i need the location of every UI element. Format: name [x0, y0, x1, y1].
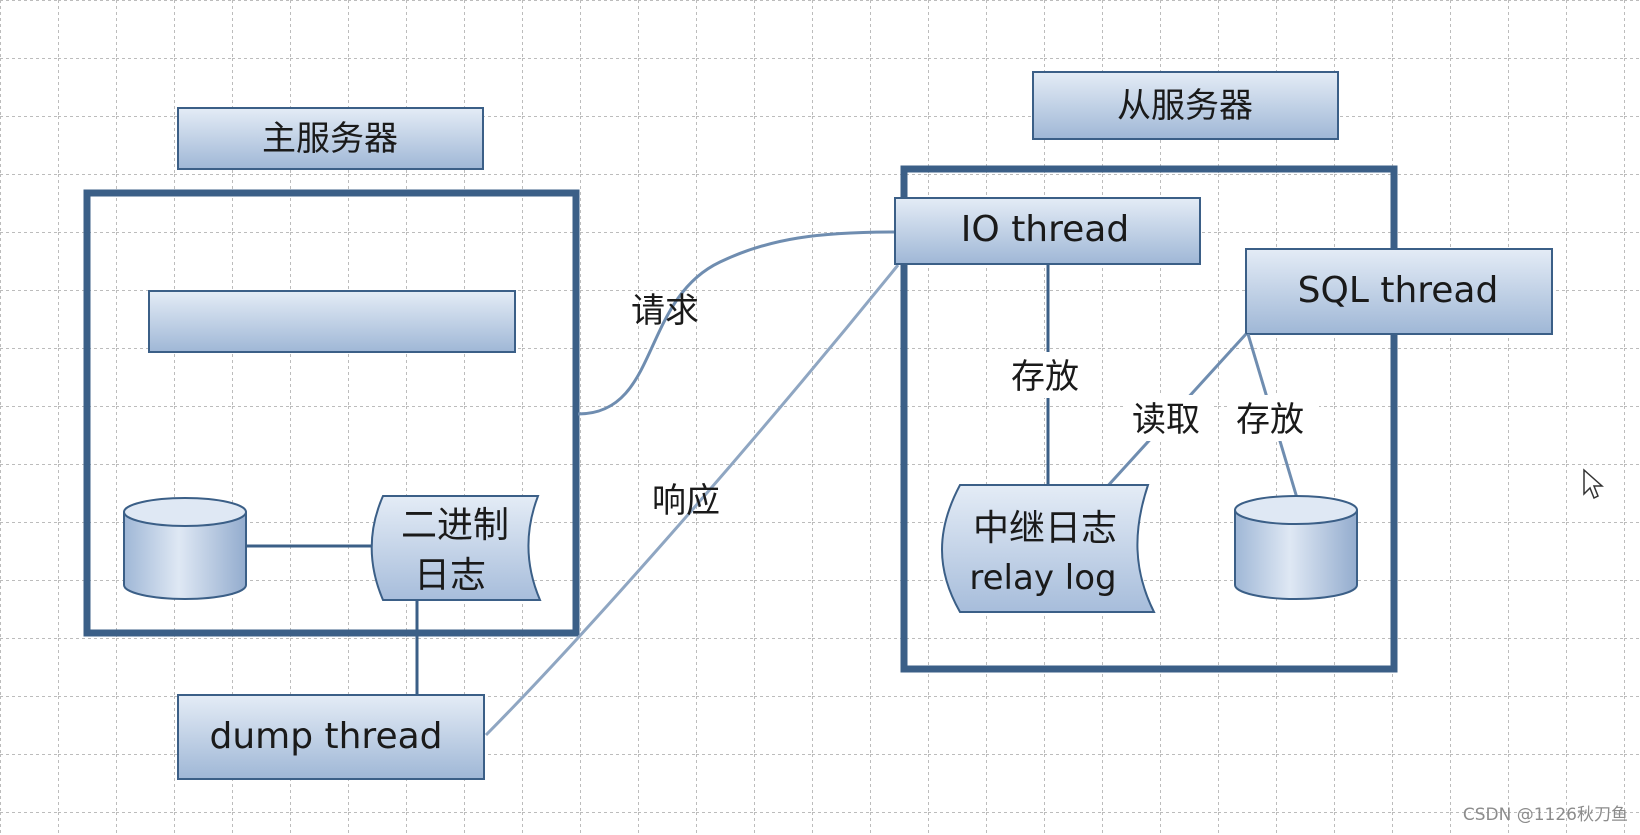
request-line — [577, 230, 896, 416]
binlog-label-line2: 日志 — [414, 555, 486, 596]
slave-title: 从服务器 — [1117, 86, 1253, 126]
dump-thread-label: dump thread — [209, 716, 442, 757]
read-label: 读取 — [1132, 400, 1200, 440]
slave-database-icon — [1234, 495, 1358, 600]
relay-log-shape: 中继日志 relay log — [941, 484, 1156, 613]
master-empty-bar — [148, 290, 516, 353]
master-server-frame — [83, 189, 580, 637]
response-line — [484, 264, 900, 737]
binlog-shape: 二进制 日志 — [370, 495, 542, 601]
relay-log-label-line1: 中继日志 — [973, 508, 1117, 549]
store-io-label-bg — [1000, 352, 1092, 398]
slave-title-box: 从服务器 — [1032, 71, 1339, 140]
binlog-label-line1: 二进制 — [401, 505, 509, 546]
master-title: 主服务器 — [262, 119, 398, 159]
master-database-icon — [123, 497, 247, 600]
store-sql-label-bg — [1229, 395, 1319, 441]
watermark-text: CSDN @1126秋刀鱼 — [1462, 805, 1628, 825]
sql-thread-box: SQL thread — [1245, 248, 1553, 335]
store-sql-label: 存放 — [1236, 400, 1304, 440]
mouse-cursor-icon — [1583, 468, 1604, 500]
master-title-box: 主服务器 — [177, 107, 484, 170]
slave-server-frame — [900, 165, 1398, 673]
sql-thread-label: SQL thread — [1298, 270, 1499, 311]
relay-log-label-line2: relay log — [969, 558, 1116, 598]
read-label-bg — [1123, 395, 1213, 441]
io-thread-box: IO thread — [894, 197, 1201, 265]
dump-thread-box: dump thread — [177, 694, 485, 780]
request-label: 请求 — [631, 291, 699, 331]
response-label: 响应 — [652, 481, 720, 521]
store-io-label: 存放 — [1011, 357, 1079, 397]
io-thread-label: IO thread — [961, 209, 1129, 250]
